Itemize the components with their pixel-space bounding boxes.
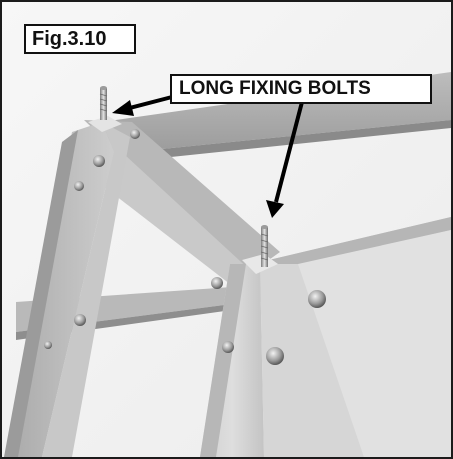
figure-label: Fig.3.10 [24,24,136,54]
callout-label: LONG FIXING BOLTS [170,74,432,104]
